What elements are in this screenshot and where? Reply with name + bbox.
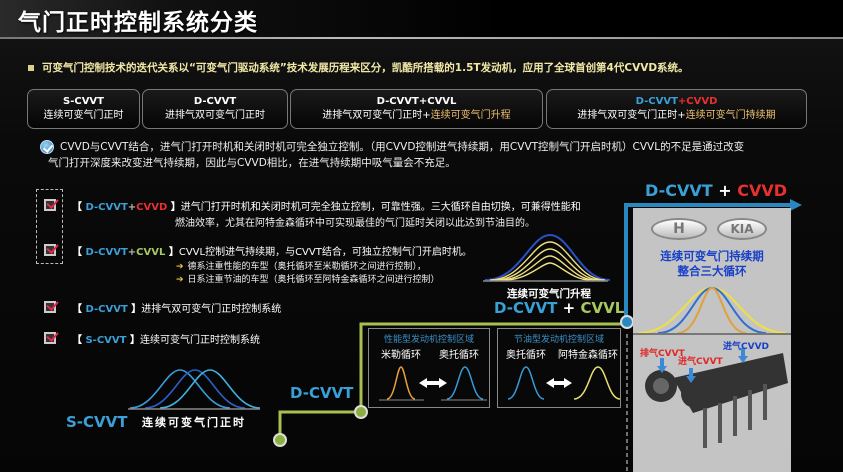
label-blue: D-CVVT (494, 299, 558, 317)
label-s-cvvt: S-CVVT (66, 413, 128, 431)
cycle-right: 奥托循环 (439, 350, 479, 361)
gen-desc: 连续可变气门正时 (43, 110, 124, 121)
gen-name: S-CVVT (63, 96, 104, 107)
header-bar (0, 0, 843, 38)
intro-text: 可变气门控制技术的迭代关系以“可变气门驱动系统”技术发展历程来区分，凯酷所搭载的… (42, 62, 689, 74)
sub-text-2: 日系注重节油的车型（奥托循环至阿特金森循环之间进行控制） (187, 275, 440, 285)
gen-box-d-cvvt: D-CVVT 进排气双可变气门正时 (142, 89, 288, 129)
label-d-cvvt: D-CVVT (290, 384, 354, 402)
label-plus: + (562, 299, 576, 317)
gen-box-s-cvvt: S-CVVT 连续可变气门正时 (27, 89, 140, 129)
checkbox-icon (44, 301, 56, 313)
page-title: 气门正时控制系统分类 (18, 10, 258, 36)
gen-name: D-CVVT (193, 96, 237, 107)
item-text: 进排气双可变气门正时控制系统 (141, 304, 282, 315)
cycle-left: 奥托循环 (506, 350, 546, 361)
gen-desc-highlight: 连续可变气门升程 (430, 110, 511, 121)
cycle-right: 阿特金森循环 (558, 350, 618, 361)
checkbox-icon (44, 244, 56, 256)
label-green: CVVL (580, 299, 625, 317)
label-d-cvvt-cvvl: D-CVVT + CVVL (494, 299, 624, 317)
panel-curves (633, 286, 791, 448)
cvvd-note: CVVD与CVVT结合，进气门打开时机和关闭时机可完全独立控制。（用CVVD控制… (40, 139, 800, 171)
tag-blue: D-CVVT (85, 247, 128, 258)
header-divider (0, 37, 843, 39)
tag-plus: + (127, 202, 137, 213)
label-intake-cvvt: 进气CVVT (678, 357, 723, 367)
gen-desc: 进排气双可变气门正时+ (577, 110, 686, 121)
gen-desc-highlight: 连续可变气门持续期 (685, 110, 776, 121)
check-circle-icon (40, 140, 54, 154)
gen-name-red: +CVVD (677, 96, 718, 107)
label-blue: D-CVVT (645, 181, 713, 200)
tag-green: CVVL (136, 247, 166, 258)
economy-region-box: 节油型发动机控制区域 奥托循环 阿特金森循环 (497, 328, 621, 408)
label-plus: + (718, 181, 732, 200)
tag-plus: + (127, 247, 137, 258)
tag-blue: S-CVVT (85, 335, 127, 346)
cycle-left: 米勒循环 (381, 350, 421, 361)
kia-logo-icon: KIA (717, 218, 767, 240)
panel-line-2: 整合三大循环 (677, 264, 747, 278)
tag-blue: D-CVVT (85, 202, 128, 213)
checkbox-icon (44, 199, 56, 211)
dashed-highlight-frame (36, 189, 63, 264)
caption-s-cvvt: 连续可变气门正时 (142, 416, 246, 429)
cvvd-panel: H KIA 连续可变气门持续期 整合三大循环 排气CVVT 进气CVVT 进气C… (633, 208, 791, 472)
label-intake-cvvd: 进气CVVD (723, 342, 770, 352)
gen-name: D-CVVT+CVVL (376, 96, 457, 107)
item-text: 连续可变气门正时控制系统 (139, 335, 260, 346)
hyundai-logo-icon: H (651, 218, 707, 240)
bullet-square-icon (28, 65, 34, 71)
item-text: CVVL控制进气持续期，与CVVT结合，可独立控制气门开启时机。 (178, 247, 472, 258)
arrow-right-icon: ➔ (176, 275, 184, 285)
performance-region-box: 性能型发动机控制区域 米勒循环 奥托循环 (368, 328, 490, 408)
gen-name-blue: D-CVVT (635, 96, 678, 107)
arrow-right-icon: ➔ (176, 262, 184, 272)
sub-text-1: 德系注重性能的车型（奥托循环至米勒循环之间进行控制）， (187, 262, 427, 272)
note-line-1: CVVD与CVVT结合，进气门打开时机和关闭时机可完全独立控制。（用CVVD控制… (60, 141, 745, 153)
item-text: 进气门打开时机和关闭时机可完全独立控制，可靠性强。三大循环自由切换，可兼得性能和 (180, 202, 581, 213)
label-red: CVVD (737, 181, 787, 200)
gen-box-d-cvvt-cvvd: D-CVVT+CVVD 进排气双可变气门正时+连续可变气门持续期 (546, 89, 807, 129)
panel-line-1: 连续可变气门持续期 (660, 249, 764, 263)
tag-red: CVVD (136, 202, 168, 213)
box-title: 性能型发动机控制区域 (383, 335, 474, 345)
caption-cvvl: 连续可变气门升程 (507, 288, 591, 300)
item-text-2: 燃油效率，尤其在阿特金森循环中可实现最佳的气门延时关闭以此达到节油目的。 (175, 218, 535, 229)
gen-box-d-cvvt-cvvl: D-CVVT+CVVL 进排气双可变气门正时+连续可变气门升程 (290, 89, 543, 129)
checkbox-icon (44, 332, 56, 344)
label-exhaust-cvvt: 排气CVVT (640, 349, 685, 359)
gen-desc: 进排气双可变气门正时+ (322, 110, 431, 121)
note-line-2: 气门打开深度来改变进气持续期，因此与CVVD相比，在进气持续期中吸气量会不充足。 (48, 157, 456, 169)
intro-bullet: 可变气门控制技术的迭代关系以“可变气门驱动系统”技术发展历程来区分，凯酷所搭载的… (28, 60, 689, 75)
box-title: 节油型发动机控制区域 (513, 335, 604, 345)
label-d-cvvt-cvvd: D-CVVT + CVVD (645, 181, 787, 200)
tag-blue: D-CVVT (85, 304, 128, 315)
gen-desc: 进排气双可变气门正时 (165, 110, 265, 121)
cycle-curves (507, 366, 621, 400)
cycle-curves (379, 366, 487, 401)
